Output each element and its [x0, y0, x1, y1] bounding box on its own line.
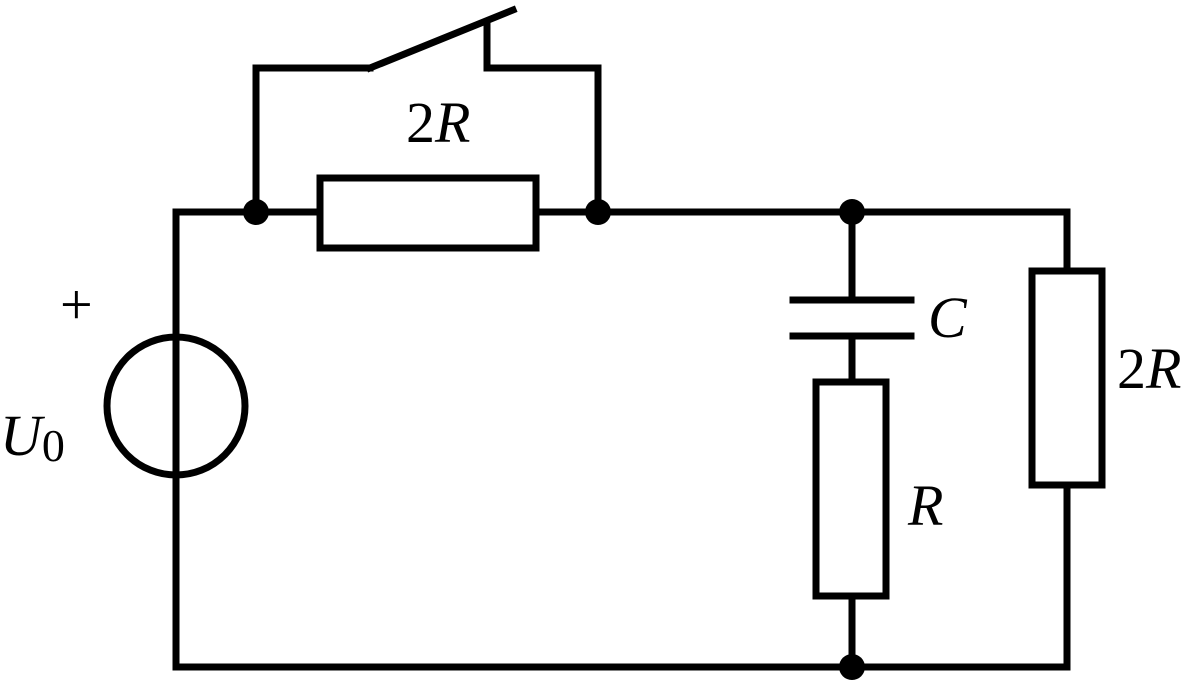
source-label: U0 [0, 403, 65, 471]
junction-node-bottom-branch [839, 654, 865, 680]
source-polarity-label: + [60, 272, 93, 337]
capacitor [780, 296, 924, 340]
switch-blade [365, 5, 518, 73]
top-resistor [316, 174, 540, 252]
junction-node-top-branch [839, 199, 865, 225]
branch-resistor-label: R [907, 473, 943, 538]
right-resistor-label: 2R [1117, 336, 1181, 401]
junction-node-mid [585, 199, 611, 225]
top-resistor-symbol: R [434, 90, 470, 155]
right-resistor-coef: 2 [1117, 336, 1146, 401]
capacitor-label: C [928, 285, 968, 350]
source-label-main: U [0, 403, 46, 468]
right-resistor [1028, 267, 1106, 489]
top-resistor-coef: 2 [406, 90, 435, 155]
branch-resistor [812, 378, 890, 600]
junction-nodes [243, 199, 865, 680]
junction-node-left [243, 199, 269, 225]
right-resistor-symbol: R [1145, 336, 1181, 401]
switch-bypass-wire [252, 64, 374, 216]
switch [365, 5, 518, 73]
top-resistor-label: 2R [406, 90, 470, 155]
switch-bypass-wire-right [483, 64, 602, 216]
wires [172, 64, 1071, 671]
voltage-source [103, 333, 249, 479]
source-label-sub: 0 [42, 420, 65, 471]
